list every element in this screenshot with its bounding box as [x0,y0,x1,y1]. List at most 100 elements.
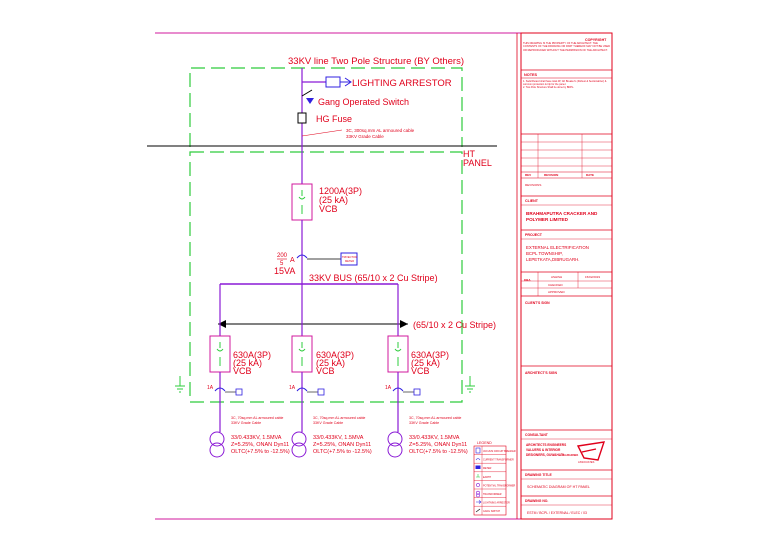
gang-switch-arrow-icon [306,98,314,104]
client-header: CLIENT [525,199,539,203]
title-block: COPYRIGHT THIS DRAWING IS THE PROPERTY O… [516,32,613,520]
legend-item-5: TRANSFORMER [474,490,506,498]
copyright-text: THIS DRAWING IS THE PROPERTY OF THE ARCH… [523,42,610,52]
incomer-vcb-rating: 1200A(3P) [319,186,362,196]
line-title: 33KV line Two Pole Structure (BY Others) [288,56,464,67]
lightning-arrestor-icon [325,76,341,88]
drawing-title: SCHEMATIC DIAGRAM OF HT PANEL [527,485,590,489]
svg-text:EARTH: EARTH [483,476,491,479]
drawn-by: ASHISH [551,275,562,279]
feeder-1: 630A(3P) (25 kA) VCB 1A 3C, 70sq.mm AL a… [207,284,290,458]
project-line-3: LEPETKATA,DIBRUGARH. [526,257,580,262]
client-name-2: POLYMER LIMITED [526,217,569,222]
feeder-3-meter-icon [413,388,421,396]
feeder-1-tx2: Z=5.25%, ONAN Dyn11 [231,442,289,448]
feeder-1-meter-icon [235,388,243,396]
legend-item-2: METER [474,465,506,472]
svg-text:GANG SWITCH: GANG SWITCH [483,510,500,513]
incomer-vcb-ka: (25 kA) [319,195,348,205]
feeder-1-ct-icon [214,387,226,392]
feeder-2-meter-icon [317,388,325,396]
meter-label-2: METER [345,259,354,263]
trivector-meter-icon [340,252,358,266]
cable-leader [301,129,343,137]
svg-text:METER: METER [483,467,492,470]
feeder-3-tx2: Z=5.25%, ONAN Dyn11 [409,442,467,448]
feeder-3-ka: (25 kA) [411,358,440,368]
feeder-2-ct-icon [296,387,308,392]
feeder-3-ct-icon [392,387,404,392]
feeder-3-tx1: 33/0.433KV, 1.5MVA [409,435,460,441]
svg-text:CURRENT TRANSFORMER: CURRENT TRANSFORMER [483,459,514,462]
legend-item-3: EARTH [474,474,506,481]
approved-label: APPROVED [548,290,566,294]
feeder-1-ct: 1A [207,385,214,391]
feeder-2-transformer-icon [291,431,307,447]
svg-text:TRANSFORMER: TRANSFORMER [483,493,502,496]
feeder-2-cable2: 33KV Grade Cable [313,421,343,425]
feeder-1-vcb-icon [209,335,231,373]
incomer-vcb-icon [291,183,313,221]
legend-item-0: VACUUM CIRCUIT BREAKER [474,447,516,455]
ht-panel-label-2: PANEL [463,158,492,168]
bus-label: 33KV BUS (65/10 x 2 Cu Stripe) [309,273,438,283]
drawn-kba: KBA [524,278,531,282]
feeder-2-vcb-icon [291,335,313,373]
rev-col-revision: REVISION [544,173,558,177]
legend-item-1: CURRENT TRANSFORMER [474,458,514,464]
feeder-3-cable1: 3C, 70sq.mm AL armoured cable [409,416,461,420]
feeder-1-tx1: 33/0.433KV, 1.5MVA [231,435,282,441]
feeder-2-tx3: OLTC(+7.5% to -12.5%) [313,449,372,455]
notes-box: 1. Switchboard shall have total 4P, GF B… [523,80,606,90]
gang-switch-icon [301,89,313,97]
consultant-logo-icon [576,441,606,461]
copyright-title: COPYRIGHT [585,38,607,42]
copyright-text-box: THIS DRAWING IS THE PROPERTY OF THE ARCH… [523,42,610,52]
feeder-3-vcb-icon [387,335,409,373]
ct-icon [296,254,308,259]
architects-sign-label: ARCHITECT'S SIGN [525,371,557,375]
incomer-vcb-contact-icon [298,190,306,214]
legend-item-7: GANG SWITCH [475,508,500,513]
feeder-3-transformer-icon [387,431,403,447]
feeder-1-ka: (25 kA) [233,358,262,368]
feeder-2-type: VCB [316,366,335,376]
feeder-1-rating: 630A(3P) [233,350,271,360]
legend-item-6: LIGHTNING ARRESTOR [474,500,510,507]
feeder-3-tx3: OLTC(+7.5% to -12.5%) [409,449,468,455]
svg-text:POTENTIAL TRANSFORMER: POTENTIAL TRANSFORMER [483,484,516,487]
feeder-2-tx2: Z=5.25%, ONAN Dyn11 [313,442,371,448]
lightning-arrestor-label: LIGHTING ARRESTOR [352,78,452,89]
feeder-1-type: VCB [233,366,252,376]
hg-fuse-label: HG Fuse [316,114,352,124]
incomer-vcb-type: VCB [319,204,338,214]
drawn-date: 15/02/2019 [585,275,600,279]
feeder-1-tx3: OLTC(+7.5% to -12.5%) [231,449,290,455]
bus-right-arrow-icon [400,320,408,328]
incoming-cable-grade: 33KV Grade Cable [346,134,384,139]
note-2: 2. Two Pole Structure Shall be done by B… [523,86,575,90]
consultant-line-1: ARCHITECTS ENGINEERS [526,443,566,447]
feeder-3-ct: 1A [385,385,392,391]
consultant-line-3: DESIGNERS, GUWAHATI [526,453,564,457]
bus2-label: (65/10 x 2 Cu Stripe) [413,320,496,330]
revision-table: REV REVISION DATE REVISIONS [521,133,612,187]
drawing-no-header: DRAWING NO. [525,499,548,503]
rev-col-date: DATE [586,173,594,177]
feeder-2-rating: 630A(3P) [316,350,354,360]
project-header: PROJECT [525,233,543,237]
consultant-header: CONSULTANT [525,433,549,437]
feeder-3-type: VCB [411,366,430,376]
ct-va-label: 15VA [274,266,295,276]
drawn-checked-table: KBA ASHISH 15/02/2019 CHECKED APPROVED [521,271,612,297]
ht-panel-label-1: HT [463,149,475,159]
drawing-title-header: DRAWING TITLE [525,473,552,477]
notes-header: NOTES [524,73,538,77]
feeder-3: 630A(3P) (25 kA) VCB 1A 3C, 70sq.mm AL a… [385,284,468,458]
feeder-2-tx1: 33/0.433KV, 1.5MVA [313,435,364,441]
feeder-2-cable1: 3C, 70sq.mm AL armoured cable [313,416,365,420]
meter-label-1: TRIVECTOR [342,255,357,259]
project-line-2: BCPL TOWNSHIP, [526,251,563,256]
pole-structure-enclosure [189,67,463,147]
arrestor-arrow-icon [340,77,352,87]
